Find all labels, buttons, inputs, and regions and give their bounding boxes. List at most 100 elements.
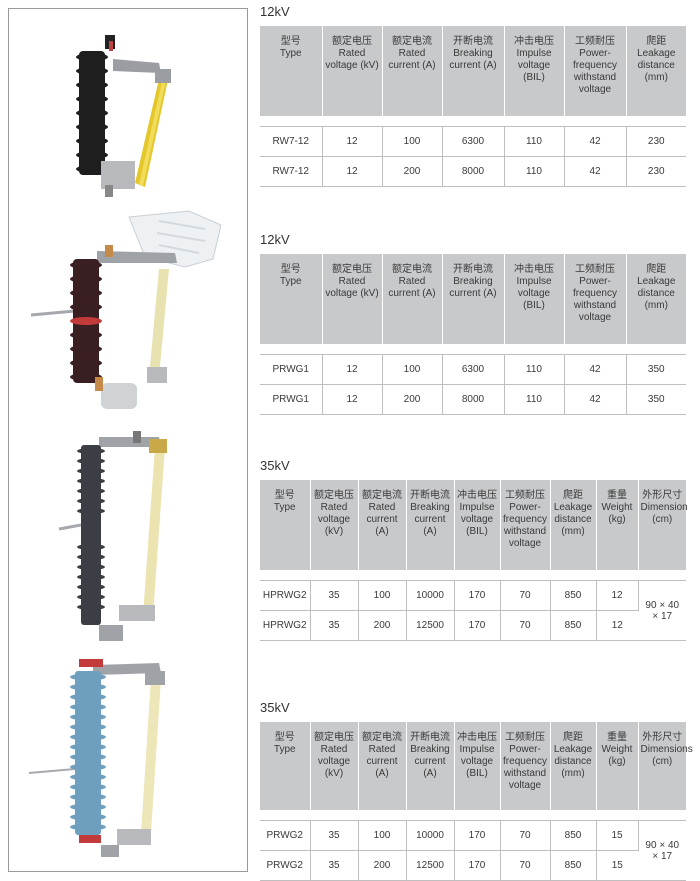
table-cell: 70	[500, 850, 551, 881]
table-cell: 200	[382, 156, 443, 187]
table-cell: 230	[626, 126, 686, 157]
header-label-cn: 冲击电压	[457, 732, 497, 743]
section-title-2: 12kV	[260, 232, 290, 247]
product-image-panel	[8, 8, 248, 872]
header-label-en: Rated current (A)	[366, 502, 398, 537]
header-label-cn: 额定电压	[332, 36, 372, 47]
fuse-image-rw7	[76, 35, 171, 197]
header-label-en: Rated voltage (kV)	[317, 502, 351, 537]
header-label-cn: 爬距	[563, 490, 583, 501]
table-cell: 15	[596, 850, 638, 881]
header-label-en: Type	[273, 744, 296, 755]
table-cell: 12	[322, 354, 383, 385]
header-label-en: Power-frequency withstand voltage	[503, 502, 547, 549]
table-spacer-row	[260, 116, 686, 127]
table-cell: 110	[504, 156, 565, 187]
header-label-cn: 额定电压	[314, 732, 354, 743]
header-label-en: Dimension (cm)	[640, 502, 688, 525]
header-label-en: Rated current (A)	[366, 744, 398, 779]
table-spacer-row	[260, 570, 686, 581]
table-cell: 170	[454, 820, 501, 851]
header-label-en: Impulse voltage (BIL)	[459, 744, 495, 779]
table-cell: 12	[322, 384, 383, 415]
table-cell: 42	[564, 156, 627, 187]
table-cell: 12	[322, 156, 383, 187]
header-label-en: Leakage distance (mm)	[637, 276, 676, 311]
table-cell: 100	[358, 580, 407, 611]
table-cell: 350	[626, 384, 686, 415]
table-cell: 35	[310, 850, 359, 881]
header-label-cn: 冲击电压	[514, 264, 554, 275]
table-cell	[260, 116, 686, 127]
table-cell: 110	[504, 126, 565, 157]
header-label-en: Impulse voltage (BIL)	[516, 276, 552, 311]
table-cell: 12500	[406, 850, 455, 881]
table-cell: 12	[596, 610, 638, 641]
dimension-cell: 90 × 40 × 17	[638, 580, 686, 641]
header-label-cn: 额定电流	[362, 732, 402, 743]
header-label-en: Weight (kg)	[601, 502, 633, 525]
header-label-en: Type	[279, 48, 302, 59]
header-label-cn: 开断电流	[410, 490, 450, 501]
header-label-cn: 工频耐压	[505, 490, 545, 501]
table-cell: 15	[596, 820, 639, 851]
table-cell: HPRWG2	[260, 610, 311, 641]
table-cell: 8000	[442, 384, 505, 415]
table-cell	[260, 344, 686, 355]
fuse-image-hprwg2	[58, 431, 167, 641]
table-cell: 70	[500, 580, 551, 611]
header-label-en: Power-frequency withstand voltage	[573, 276, 617, 323]
table-cell: 70	[500, 820, 551, 851]
header-label-en: Type	[279, 276, 302, 287]
table-cell: 350	[626, 354, 686, 385]
table-cell: 850	[550, 850, 597, 881]
table-cell: 42	[564, 384, 627, 415]
fuse-image-prwg1	[30, 210, 222, 409]
table-cell: PRWG1	[260, 354, 323, 385]
section-title-3: 35kV	[260, 458, 290, 473]
header-label-en: Rated voltage (kV)	[317, 744, 351, 779]
table-cell: 35	[310, 580, 359, 611]
section-title-1: 12kV	[260, 4, 290, 19]
table-cell: 110	[504, 384, 565, 415]
header-label-cn: 型号	[280, 264, 301, 275]
table-cell: 200	[358, 850, 407, 881]
table-cell: PRWG1	[260, 384, 323, 415]
header-label-cn: 开断电流	[453, 264, 493, 275]
header-label-en: Breaking current (A)	[410, 744, 450, 779]
header-label-en: Impulse voltage (BIL)	[459, 502, 495, 537]
table-cell: 850	[550, 610, 597, 641]
table-cell: 100	[358, 820, 407, 851]
header-label-cn: 重量	[607, 732, 627, 743]
dimension-cell: 90 × 40 × 17	[638, 820, 686, 881]
header-label-en: Breaking current (A)	[449, 276, 497, 299]
